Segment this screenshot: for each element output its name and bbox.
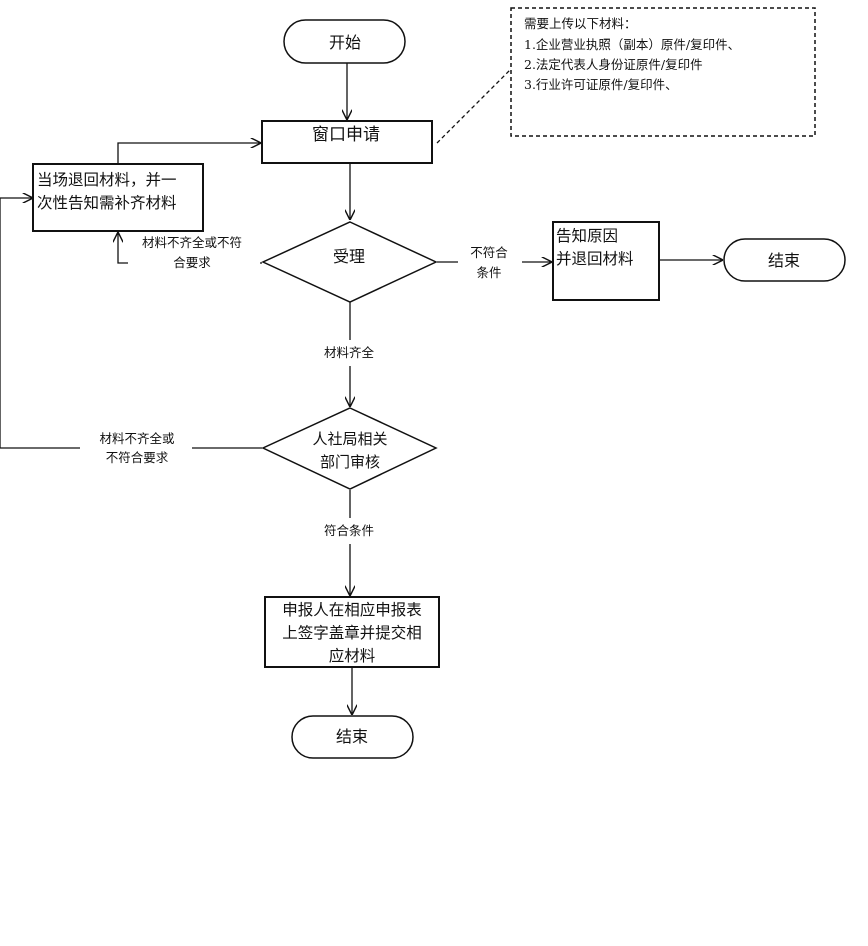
edge-label-eligible: 符合条件 — [324, 523, 374, 538]
arrow-return-to-apply — [117, 143, 260, 163]
window-apply-box — [261, 120, 433, 164]
window-apply-label: 窗口申请 — [312, 125, 380, 145]
edge-label-not-eligible: 条件 — [476, 265, 501, 280]
return-materials-line: 次性告知需补齐材料 — [37, 194, 177, 212]
notify-reason-line: 告知原因 — [556, 227, 618, 245]
submit-line: 申报人在相应申报表 — [282, 600, 422, 619]
start-terminal — [283, 19, 406, 64]
submit-line: 上签字盖章并提交相 — [282, 624, 422, 642]
materials-note-item: 1.企业营业执照（副本）原件/复印件、 — [524, 37, 740, 52]
end-terminal-bottom — [291, 715, 414, 759]
end-terminal-right — [723, 238, 846, 282]
edge-label-complete: 材料齐全 — [324, 345, 375, 360]
review-decision — [261, 407, 438, 490]
accept-decision — [261, 221, 438, 303]
edge-label-incomplete: 合要求 — [173, 255, 211, 270]
edge-label-incomplete-review: 不符合要求 — [106, 450, 169, 465]
return-materials-box — [32, 163, 204, 232]
notify-reason-line: 并退回材料 — [556, 250, 634, 268]
submit-line: 应材料 — [329, 646, 376, 665]
materials-note-item: 2.法定代表人身份证原件/复印件 — [524, 57, 703, 72]
end-label-bottom: 结束 — [336, 727, 368, 746]
notify-reason-box — [552, 221, 660, 301]
materials-note-item: 3.行业许可证原件/复印件、 — [524, 77, 678, 92]
edge-label-incomplete: 材料不齐全或不符 — [142, 235, 242, 250]
accept-label: 受理 — [333, 247, 365, 266]
materials-note-box — [510, 7, 816, 137]
review-line: 部门审核 — [320, 453, 380, 471]
edge-label-not-eligible: 不符合 — [470, 245, 508, 260]
note-callout-line — [436, 67, 513, 144]
submit-box — [264, 596, 440, 668]
materials-note-title: 需要上传以下材料： — [524, 16, 637, 31]
start-label: 开始 — [329, 33, 361, 52]
return-materials-line: 当场退回材料，并一 — [37, 171, 177, 189]
review-line: 人社局相关 — [312, 430, 387, 448]
edge-label-incomplete-review: 材料不齐全或 — [99, 431, 175, 446]
end-label-right: 结束 — [768, 251, 800, 270]
